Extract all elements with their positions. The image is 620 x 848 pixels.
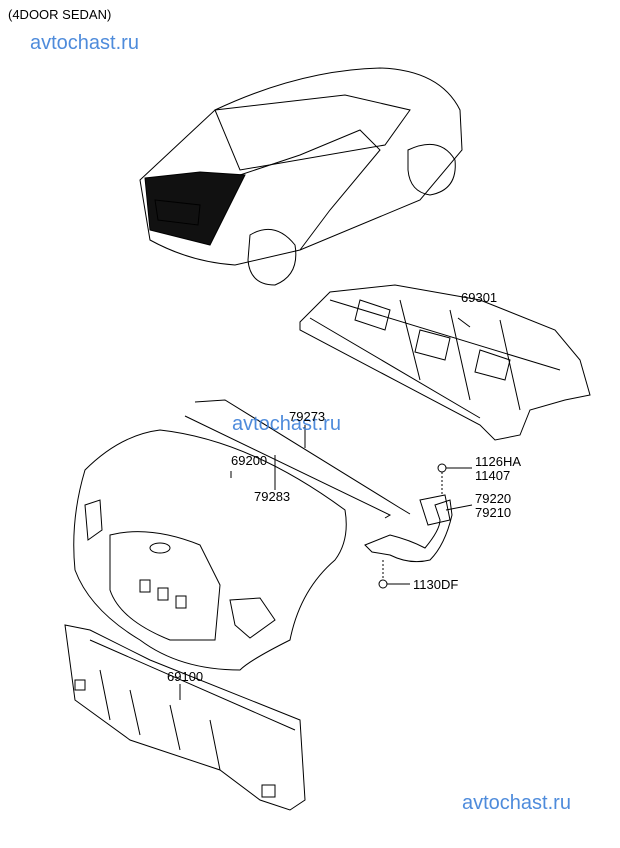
part-label-79283[interactable]: 79283 xyxy=(254,489,291,504)
part-label-79210[interactable]: 79210 xyxy=(475,505,512,520)
part-label-69200[interactable]: 69200 xyxy=(231,453,268,468)
watermark: avtochast.ru xyxy=(462,792,571,814)
part-label-11407[interactable]: 11407 xyxy=(475,468,511,483)
part-label-1130df[interactable]: 1130DF xyxy=(413,577,459,592)
watermark: avtochast.ru xyxy=(30,32,139,54)
part-label-79273[interactable]: 79273 xyxy=(289,409,326,424)
watermark: avtochast.ru xyxy=(232,413,341,435)
car-illustration xyxy=(139,67,463,286)
hinge-drawing xyxy=(364,463,473,589)
trunk-lid-drawing xyxy=(73,429,347,671)
part-label-69100[interactable]: 69100 xyxy=(167,669,204,684)
part-label-69301[interactable]: 69301 xyxy=(461,290,498,305)
part-label-1126ha[interactable]: 1126HA xyxy=(475,454,522,469)
rear-floor-panel-drawing xyxy=(299,284,591,441)
torsion-bars-drawing xyxy=(184,399,411,519)
variant-label: (4DOOR SEDAN) xyxy=(8,7,112,22)
part-label-79220[interactable]: 79220 xyxy=(475,491,512,506)
back-panel-drawing xyxy=(64,624,306,811)
